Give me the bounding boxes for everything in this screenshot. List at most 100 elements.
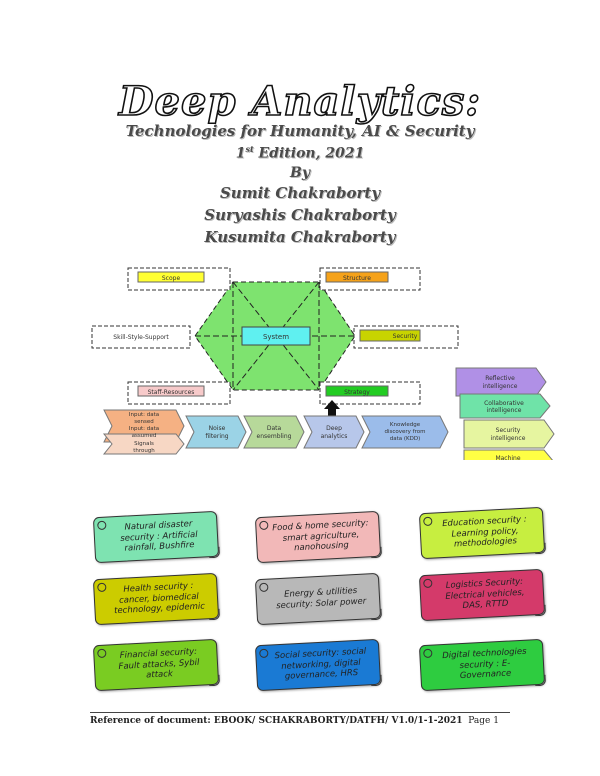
- pipeline-label-2-line-1: Noise: [209, 425, 226, 432]
- edition-ordinal: st: [245, 144, 254, 154]
- card-text: Health security : cancer, biomedical tec…: [113, 581, 206, 617]
- pipeline-label-2-line-2: filtering: [205, 433, 228, 440]
- page-curl-icon: [208, 608, 221, 621]
- card-food-home: Food & home security: smart agriculture,…: [254, 510, 383, 564]
- system-box: [241, 326, 311, 346]
- card-text: Education security : Learning policy, me…: [441, 514, 527, 550]
- pipeline-chevron-side: [102, 433, 185, 455]
- book-subtitle: Technologies for Humanity, AI & Security: [125, 122, 475, 140]
- pipeline-label-5-line-2: discovery from: [385, 429, 426, 435]
- pin-icon: [97, 520, 107, 531]
- intel-label-1-line-1: Reflective: [485, 375, 515, 382]
- intel-label-4: Machineintelligence: [491, 455, 526, 460]
- card-text: Natural disaster security : Artificial r…: [120, 519, 198, 554]
- card-social: Social security: social networking, digi…: [254, 638, 383, 692]
- by-line: By: [290, 165, 310, 181]
- structure-box: [325, 271, 389, 283]
- page-curl-icon: [208, 674, 221, 687]
- card-text: Logistics Security: Electrical vehicles,…: [445, 576, 525, 612]
- card-energy: Energy & utilities security: Solar power: [254, 572, 383, 626]
- pipeline-chevron-3: [243, 415, 305, 449]
- card-financial: Financial security: Fault attacks, Sybil…: [92, 638, 221, 692]
- pipeline-label-5-line-1: Knowledge: [390, 422, 421, 428]
- scope-box: [137, 271, 205, 283]
- page-curl-icon: [370, 674, 383, 687]
- edition-number: 1: [235, 145, 246, 162]
- page-curl-icon: [534, 542, 547, 555]
- staff-box: [137, 385, 205, 397]
- pin-icon: [97, 582, 107, 593]
- pin-icon: [423, 578, 433, 589]
- card-digital: Digital technologies security : E-Govern…: [418, 638, 547, 692]
- edition-text: Edition, 2021: [253, 145, 365, 162]
- strategy-box: [325, 385, 389, 397]
- intel-label-1-line-2: intelligence: [483, 383, 518, 390]
- intel-label-3-line-2: intelligence: [491, 435, 526, 442]
- skill-frame: [91, 325, 191, 349]
- author-3: Kusumita Chakraborty: [204, 228, 396, 246]
- page-curl-icon: [534, 604, 547, 617]
- hex-diagonal-1: [232, 281, 320, 391]
- pipeline-label-1-line-2: sensed: [134, 419, 153, 425]
- book-title: Deep Analytics:: [118, 77, 482, 126]
- intel-label-4-line-1: Machine: [495, 455, 520, 460]
- page-curl-icon: [370, 608, 383, 621]
- security-box: [359, 329, 421, 342]
- pin-icon: [97, 648, 107, 659]
- card-natural-disaster: Natural disaster security : Artificial r…: [92, 510, 221, 564]
- card-logistics: Logistics Security: Electrical vehicles,…: [418, 568, 547, 622]
- pin-icon: [259, 582, 269, 593]
- edition-line: 1st Edition, 2021: [0, 144, 600, 162]
- author-2: Suryashis Chakraborty: [204, 206, 396, 224]
- card-education: Education security : Learning policy, me…: [418, 506, 547, 560]
- page-footer: Reference of document: EBOOK/ SCHAKRABOR…: [90, 712, 510, 726]
- pipeline-label-3-line-1: Data: [267, 425, 282, 432]
- pipeline-chevron-4: [303, 415, 365, 449]
- pipeline-label-5-line-3: data (KDD): [390, 436, 421, 442]
- security-label: Security: [393, 333, 418, 340]
- pin-icon: [259, 520, 269, 531]
- scope-label: Scope: [162, 275, 181, 282]
- page-curl-icon: [534, 674, 547, 687]
- strategy-label: Strategy: [344, 389, 370, 396]
- card-text: Food & home security: smart agriculture,…: [272, 518, 369, 554]
- author-1: Sumit Chakraborty: [219, 184, 381, 202]
- card-text: Energy & utilities security: Solar power: [275, 586, 367, 612]
- pipeline-side-line-2: assumed: [132, 433, 157, 439]
- pipeline-label-4-line-1: Deep: [326, 425, 342, 432]
- intel-arrow-3: [463, 419, 555, 449]
- pipeline-chevron-5: [361, 415, 449, 449]
- system-label: System: [263, 333, 289, 341]
- pin-icon: [259, 648, 269, 659]
- pin-icon: [423, 648, 433, 659]
- pipeline-chevron-2: [185, 415, 247, 449]
- card-text: Social security: social networking, digi…: [274, 646, 367, 683]
- pin-icon: [423, 516, 433, 527]
- page-number: Page 1: [468, 716, 499, 726]
- document-reference: Reference of document: EBOOK/ SCHAKRABOR…: [90, 716, 463, 726]
- card-text: Financial security: Fault attacks, Sybil…: [118, 646, 200, 681]
- pipeline-label-4-line-2: analytics: [321, 433, 348, 440]
- structure-label: Structure: [343, 275, 371, 282]
- intel-label-3-line-1: Security: [496, 427, 521, 434]
- page-curl-icon: [370, 546, 383, 559]
- intel-arrow-1: [455, 367, 547, 397]
- pipeline-side-line-1: Input: data: [129, 426, 159, 432]
- pipeline-side-line-4: through: [133, 448, 155, 454]
- up-arrow-icon: [324, 400, 340, 416]
- staff-label: Staff-Resources: [148, 389, 195, 396]
- intel-arrow-4: [463, 449, 553, 460]
- pipeline-label-1-line-1: Input: data: [129, 412, 159, 418]
- strategy-diagram: System Scope Structure Skill-Style-Suppo…: [91, 267, 555, 460]
- intel-label-2-line-1: Collaborative: [484, 400, 524, 407]
